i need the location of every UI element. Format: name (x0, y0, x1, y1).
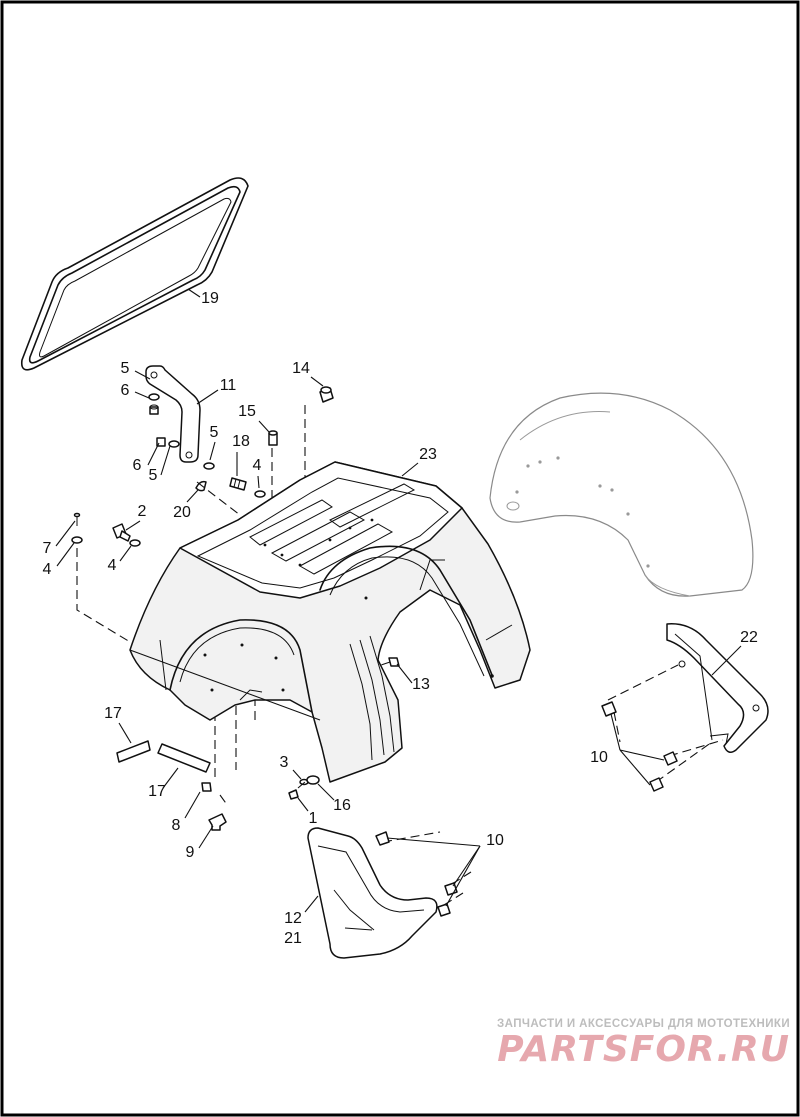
callout-5c: 5 (149, 467, 158, 484)
callout-leader-lines (55, 288, 742, 913)
callout-8: 8 (172, 817, 181, 834)
callout-17a: 17 (104, 705, 122, 722)
callout-21: 21 (284, 930, 302, 947)
callout-1: 1 (309, 810, 318, 827)
watermark: ЗАПЧАСТИ И АКСЕССУАРЫ ДЛЯ МОТОТЕХНИКИ PA… (497, 1018, 790, 1070)
part-19-seal (20, 177, 249, 371)
callout-12: 12 (284, 910, 302, 927)
callout-9: 9 (186, 844, 195, 861)
callout-2: 2 (138, 503, 147, 520)
callout-4a: 4 (253, 457, 262, 474)
part-10-push-nuts-right (601, 701, 678, 792)
callout-20: 20 (173, 504, 191, 521)
callout-4c: 4 (43, 561, 52, 578)
callout-13: 13 (412, 676, 430, 693)
callout-11: 11 (220, 377, 237, 394)
callout-15: 15 (238, 403, 256, 420)
hardware-small-parts (71, 386, 400, 831)
assembly-dashed-lines (76, 405, 724, 906)
reference-rear-fender (489, 392, 754, 597)
part-23-fender-support (129, 461, 531, 783)
callout-3: 3 (280, 754, 289, 771)
callout-14: 14 (292, 360, 310, 377)
callout-6b: 6 (133, 457, 142, 474)
part-12-21-lower-cover (307, 827, 438, 959)
callout-19: 19 (201, 290, 219, 307)
callout-10b: 10 (486, 832, 504, 849)
callout-22: 22 (740, 629, 758, 646)
part-11-bracket (145, 365, 201, 463)
callout-5b: 5 (210, 424, 219, 441)
watermark-logo-text: PARTSFOR.RU (497, 1029, 790, 1070)
watermark-tagline: ЗАПЧАСТИ И АКСЕССУАРЫ ДЛЯ МОТОТЕХНИКИ (497, 1018, 790, 1030)
callout-5a: 5 (121, 360, 130, 377)
callout-23: 23 (419, 446, 437, 463)
callout-16: 16 (333, 797, 351, 814)
callout-18: 18 (232, 433, 250, 450)
part-22-side-trim (666, 623, 769, 753)
callout-4b: 4 (108, 557, 117, 574)
callout-17b: 17 (148, 783, 166, 800)
callout-6a: 6 (121, 382, 130, 399)
callout-7: 7 (43, 540, 52, 557)
callout-10a: 10 (590, 749, 608, 766)
